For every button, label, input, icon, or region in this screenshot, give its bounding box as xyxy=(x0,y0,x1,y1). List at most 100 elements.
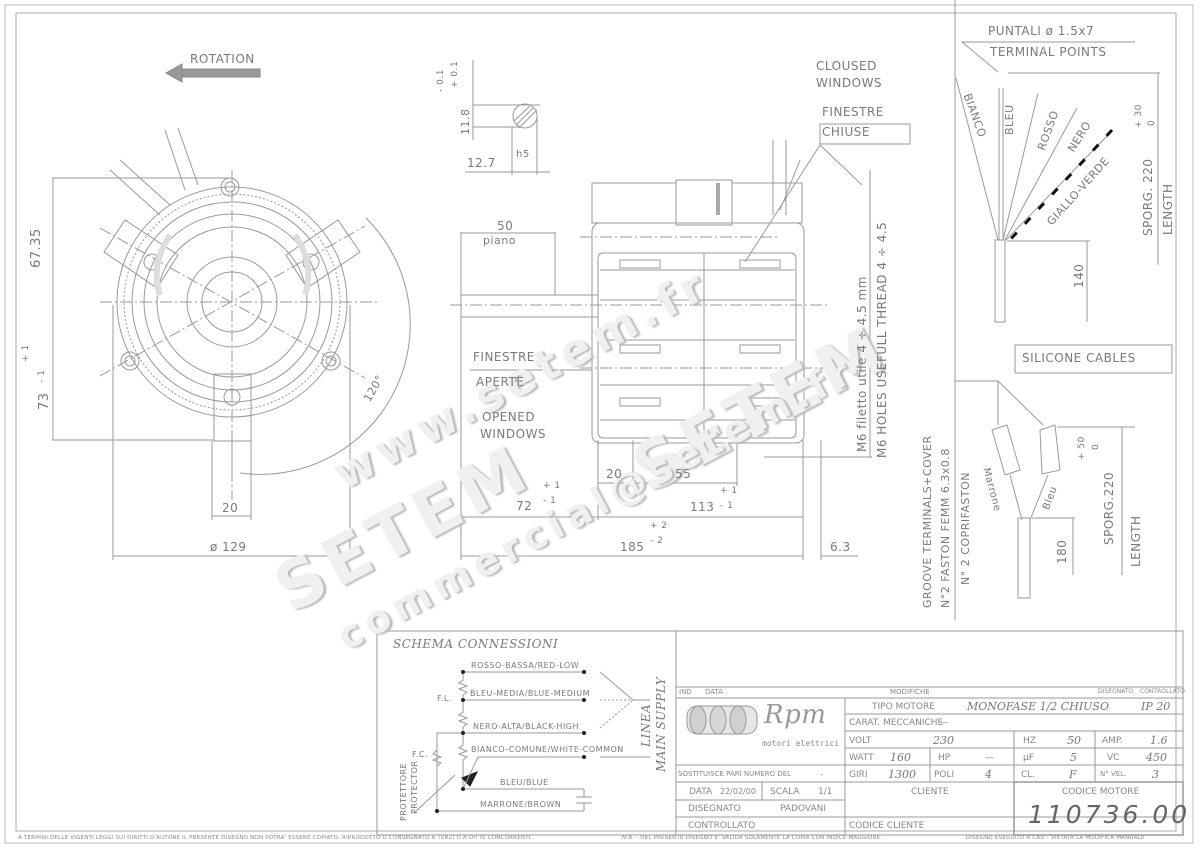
dim-113-tol-minus: - 1 xyxy=(720,501,734,511)
length-en-silicone: LENGTH xyxy=(1129,515,1143,567)
open-windows-en-1: OPENED xyxy=(482,410,536,424)
schema-fc: F.C. xyxy=(412,750,428,759)
dim-20-side: 20 xyxy=(606,467,623,481)
schema-line-black-high: NERO-ALTA/BLACK-HIGH xyxy=(473,722,580,731)
disegnato-value: PADOVANI xyxy=(780,804,826,814)
flat-label: piano xyxy=(483,234,516,247)
giri-value: 1300 xyxy=(888,768,916,781)
disegnato-label: DISEGNATO xyxy=(688,804,741,814)
length-tol-plus-silicone: + 50 xyxy=(1077,436,1087,460)
groove-terminals-note: GROOVE TERMINALS+COVER xyxy=(921,435,934,608)
amp-label: AMP. xyxy=(1102,736,1123,746)
vc-value: 450 xyxy=(1146,751,1167,764)
nvel-value: 3 xyxy=(1152,768,1159,781)
codice-motore-value: 110736.00 xyxy=(1028,800,1191,829)
schema-fl: F.L. xyxy=(437,694,452,703)
wire-bleu: BLEU xyxy=(1003,104,1016,135)
cl-value: F xyxy=(1069,768,1077,781)
thread-note-it: M6 filetto utile 4 ÷ 4.5 mm xyxy=(855,276,869,452)
linea-label: LINEA xyxy=(639,703,653,747)
cl-label: CL. xyxy=(1021,770,1036,780)
dim-185: 185 xyxy=(620,540,645,554)
silicone-cables xyxy=(954,0,1173,620)
dim-bracket-20: 20 xyxy=(222,501,239,515)
terminal-points-en: TERMINAL POINTS xyxy=(990,45,1107,59)
length-en-top: LENGTH xyxy=(1161,183,1175,235)
scala-label: SCALA xyxy=(770,787,800,797)
rotation-arrow-icon xyxy=(164,63,261,83)
length-tol-minus-top: 0 xyxy=(1147,119,1157,126)
schema-line-red-low: ROSSO-BASSA/RED-LOW xyxy=(471,661,580,670)
watt-label: WATT xyxy=(849,753,874,763)
length-label-top: SPORG. 220 xyxy=(1141,158,1155,236)
length-tol-minus-silicone: 0 xyxy=(1091,443,1101,450)
dim-180: 180 xyxy=(1055,539,1069,564)
closed-windows-it-2: CHIUSE xyxy=(822,125,870,139)
closed-windows-en-1: CLOUSED xyxy=(816,59,877,73)
vc-label: VC xyxy=(1107,753,1120,763)
dim-flat-50: 50 xyxy=(497,219,514,233)
dim-72-tol-plus: + 1 xyxy=(543,481,561,491)
schema-title: SCHEMA CONNESSIONI xyxy=(393,637,559,651)
open-windows-en-2: WINDOWS xyxy=(480,427,547,441)
protector-it: PROTETTORE xyxy=(399,762,408,821)
thread-note-en: M6 HOLES USEFULL THREAD 4 ÷ 4.5 xyxy=(875,221,889,458)
side-view xyxy=(450,123,911,560)
logo-brand: Rpm xyxy=(764,700,827,730)
amp-value: 1.6 xyxy=(1150,734,1168,747)
ip-rating: IP 20 xyxy=(1141,700,1171,713)
dim-140: 140 xyxy=(1072,263,1086,288)
sostituisce-value: - xyxy=(820,770,824,780)
fit-h5: h5 xyxy=(516,149,530,160)
tipo-motore-label: TIPO MOTORE xyxy=(872,702,935,712)
silicone-cables-title: SILICONE CABLES xyxy=(1022,351,1136,365)
dim-diameter-129: ø 129 xyxy=(210,540,247,554)
schema-line-blue-medium: BLEU-MEDIA/BLUE-MEDIUM xyxy=(470,689,590,698)
shaft-tol-plus: + 0.1 xyxy=(450,60,460,88)
dim-55: 55 xyxy=(675,467,692,481)
dim-185-tol-minus: - 2 xyxy=(650,536,664,546)
rev-ind: IND xyxy=(679,688,692,696)
dim-6-3: 6.3 xyxy=(830,540,851,554)
rev-data: DATA xyxy=(705,688,724,696)
uf-value: 5 xyxy=(1070,751,1077,764)
carat-value: — xyxy=(940,718,949,728)
poli-label: POLI xyxy=(934,770,955,780)
protector-en: PROTECTOR xyxy=(410,760,419,814)
dim-11-8: 11.8 xyxy=(459,108,472,136)
codice-motore-label: CODICE MOTORE xyxy=(1062,787,1140,797)
dim-113-tol-plus: + 1 xyxy=(720,486,738,496)
length-tol-plus-top: + 30 xyxy=(1134,104,1144,128)
terminal-points-it: PUNTALI ø 1.5x7 xyxy=(988,24,1095,38)
sostituisce-label: SOSTITUISCE PARI NUMERO DEL xyxy=(678,770,792,778)
data-value: 22/02/00 xyxy=(720,787,756,796)
cliente-label: CLIENTE xyxy=(911,787,949,797)
data-label: DATA xyxy=(689,787,713,797)
top-cables xyxy=(955,41,1160,323)
dim-12-7: 12.7 xyxy=(467,156,496,170)
nvel-label: N° VEL. xyxy=(1100,770,1127,778)
footer-copyright: A TERMINI DELLE VIGENTI LEGGI SUI DIRITT… xyxy=(18,835,533,841)
rotation-label: ROTATION xyxy=(190,52,255,66)
title-block-lines xyxy=(675,630,1184,836)
dim-72-tol-minus: - 1 xyxy=(543,496,557,506)
scala-value: 1/1 xyxy=(818,787,833,797)
giri-label: GIRI xyxy=(849,770,868,780)
front-view xyxy=(52,127,411,560)
closed-windows-it-1: FINESTRE xyxy=(822,105,884,119)
footer-note: N.B. - DEL PRESENTE DISEGNO E' VALIDA SO… xyxy=(622,835,883,841)
length-label-silicone: SPORG.220 xyxy=(1102,471,1116,545)
faston-note: N°2 FASTON FEMM 6.3x0.8 xyxy=(939,448,952,608)
poli-value: 4 xyxy=(985,768,992,781)
footer-cad: DISEGNO ESEGUITO A CAD - VIETATA LA MODI… xyxy=(966,835,1145,841)
dim-67-35: 67.35 xyxy=(29,228,44,268)
watt-value: 160 xyxy=(890,751,911,764)
dim-113: 113 xyxy=(690,500,715,514)
rev-modifiche: MODIFICHE xyxy=(890,688,930,696)
rpm-logo-icon xyxy=(686,705,758,735)
uf-label: µF xyxy=(1023,753,1034,763)
shaft-tol-minus: - 0.1 xyxy=(436,69,446,92)
controllato-label: CONTROLLATO xyxy=(688,821,756,831)
volt-value: 230 xyxy=(933,734,954,747)
